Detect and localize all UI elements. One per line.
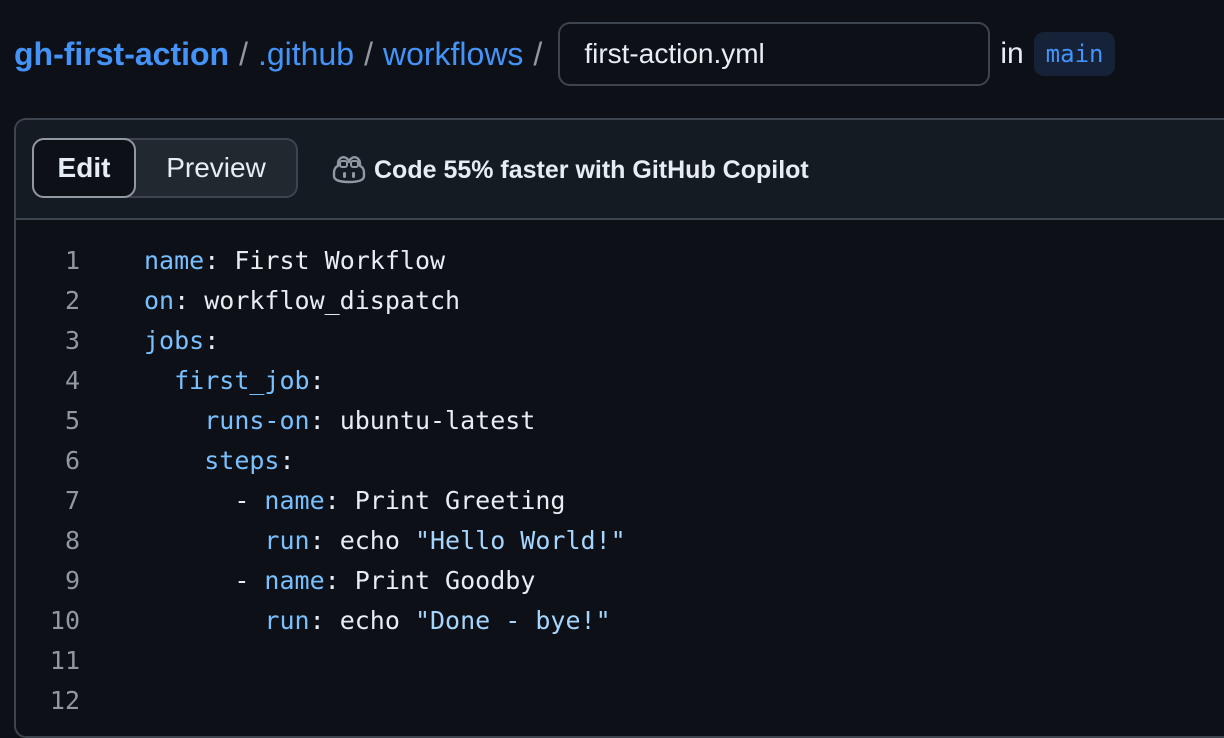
yaml-colon: : [279, 445, 295, 475]
indent [144, 566, 234, 595]
list-dash: - [234, 485, 265, 515]
line-number: 9 [64, 565, 80, 595]
list-dash: - [234, 565, 265, 595]
file-header: gh-first-action / .github / workflows / … [0, 0, 1224, 110]
line-content: - name: Print Greeting [144, 486, 565, 515]
line-content: first_job: [144, 366, 325, 395]
line-number: 12 [49, 685, 80, 715]
line-number: 2 [64, 285, 80, 315]
yaml-value: ubuntu-latest [324, 405, 536, 435]
code-line[interactable]: 6 steps: [16, 440, 1224, 480]
edit-preview-toggle: Edit Preview [32, 138, 298, 198]
breadcrumb-separator: / [364, 35, 373, 72]
code-line[interactable]: 3 jobs: [16, 320, 1224, 360]
tab-edit[interactable]: Edit [32, 138, 136, 198]
code-line[interactable]: 8 run: echo "Hello World!" [16, 520, 1224, 560]
breadcrumb-github-dir-link[interactable]: .github [257, 35, 355, 72]
yaml-value: Print Greeting [339, 485, 566, 515]
line-content: run: echo "Hello World!" [144, 525, 626, 555]
line-number: 1 [64, 245, 80, 275]
indent [144, 366, 174, 395]
yaml-value: workflow_dispatch [189, 285, 461, 315]
line-number: 6 [64, 445, 80, 475]
indent [144, 406, 204, 435]
line-content: on: workflow_dispatch [144, 286, 460, 315]
branch-badge[interactable]: main [1033, 32, 1116, 76]
yaml-colon: : [324, 485, 340, 515]
code-line[interactable]: 10 run: echo "Done - bye!" [16, 600, 1224, 640]
code-line[interactable]: 12 [16, 680, 1224, 720]
yaml-string: "Hello World!" [414, 525, 626, 555]
yaml-key: run [264, 525, 310, 555]
yaml-string: "Done - bye!" [414, 605, 611, 635]
yaml-key: runs-on [204, 405, 310, 435]
yaml-value: Print Goodby [339, 565, 536, 595]
yaml-key: on [144, 285, 175, 315]
code-editor-panel: Edit Preview Code 55% faster with GitHub… [14, 118, 1224, 738]
yaml-colon: : [324, 565, 340, 595]
yaml-key: first_job [174, 365, 310, 395]
indent [144, 486, 234, 515]
code-line[interactable]: 5 runs-on: ubuntu-latest [16, 400, 1224, 440]
line-number: 11 [49, 645, 80, 675]
yaml-colon: : [309, 605, 325, 635]
yaml-colon: : [204, 325, 220, 355]
yaml-key: jobs [144, 325, 205, 355]
code-line[interactable]: 1 name: First Workflow [16, 240, 1224, 280]
line-number: 10 [49, 605, 80, 635]
line-number: 3 [64, 325, 80, 355]
line-content: steps: [144, 445, 295, 475]
yaml-value: echo [324, 605, 415, 635]
yaml-key: steps [204, 445, 280, 475]
indent [144, 526, 264, 555]
line-number: 5 [64, 405, 80, 435]
code-line[interactable]: 4 first_job: [16, 360, 1224, 400]
yaml-key: name [264, 565, 325, 595]
tab-preview[interactable]: Preview [166, 152, 266, 183]
line-content: jobs: [144, 326, 219, 355]
yaml-value: echo [324, 525, 415, 555]
yaml-key: name [144, 245, 205, 275]
code-line[interactable]: 2 on: workflow_dispatch [16, 280, 1224, 320]
code-line[interactable]: 9 - name: Print Goodby [16, 560, 1224, 600]
line-content: - name: Print Goodby [144, 566, 535, 595]
line-number: 4 [64, 365, 80, 395]
yaml-colon: : [174, 285, 190, 315]
yaml-colon: : [309, 525, 325, 555]
filename-input[interactable] [558, 22, 991, 86]
line-content: name: First Workflow [144, 246, 445, 275]
line-number: 7 [64, 485, 80, 515]
yaml-key: run [264, 605, 310, 635]
code-area[interactable]: 1 name: First Workflow 2 on: workflow_dispa… [16, 220, 1224, 720]
yaml-colon: : [204, 245, 220, 275]
copilot-promo-text: Code 55% faster with GitHub Copilot [374, 155, 809, 184]
breadcrumb-separator: / [533, 35, 543, 72]
branch-in-label: in [1000, 37, 1024, 70]
line-content: run: echo "Done - bye!" [144, 605, 611, 635]
indent [144, 446, 204, 475]
yaml-key: name [264, 485, 325, 515]
copilot-icon [332, 156, 366, 184]
code-line[interactable]: 7 - name: Print Greeting [16, 480, 1224, 520]
line-number: 8 [64, 525, 80, 555]
line-content: runs-on: ubuntu-latest [144, 406, 535, 435]
breadcrumb: gh-first-action / .github / workflows / … [14, 22, 1116, 86]
code-line[interactable]: 11 [16, 640, 1224, 680]
yaml-colon: : [309, 365, 325, 395]
yaml-colon: : [309, 405, 325, 435]
breadcrumb-separator: / [239, 35, 248, 72]
indent [144, 606, 264, 635]
yaml-value: First Workflow [219, 245, 446, 275]
breadcrumb-repo-link[interactable]: gh-first-action [14, 35, 230, 72]
copilot-promo[interactable]: Code 55% faster with GitHub Copilot [332, 150, 809, 190]
breadcrumb-workflows-dir-link[interactable]: workflows [382, 35, 524, 72]
editor-toolbar: Edit Preview Code 55% faster with GitHub… [16, 120, 1224, 220]
